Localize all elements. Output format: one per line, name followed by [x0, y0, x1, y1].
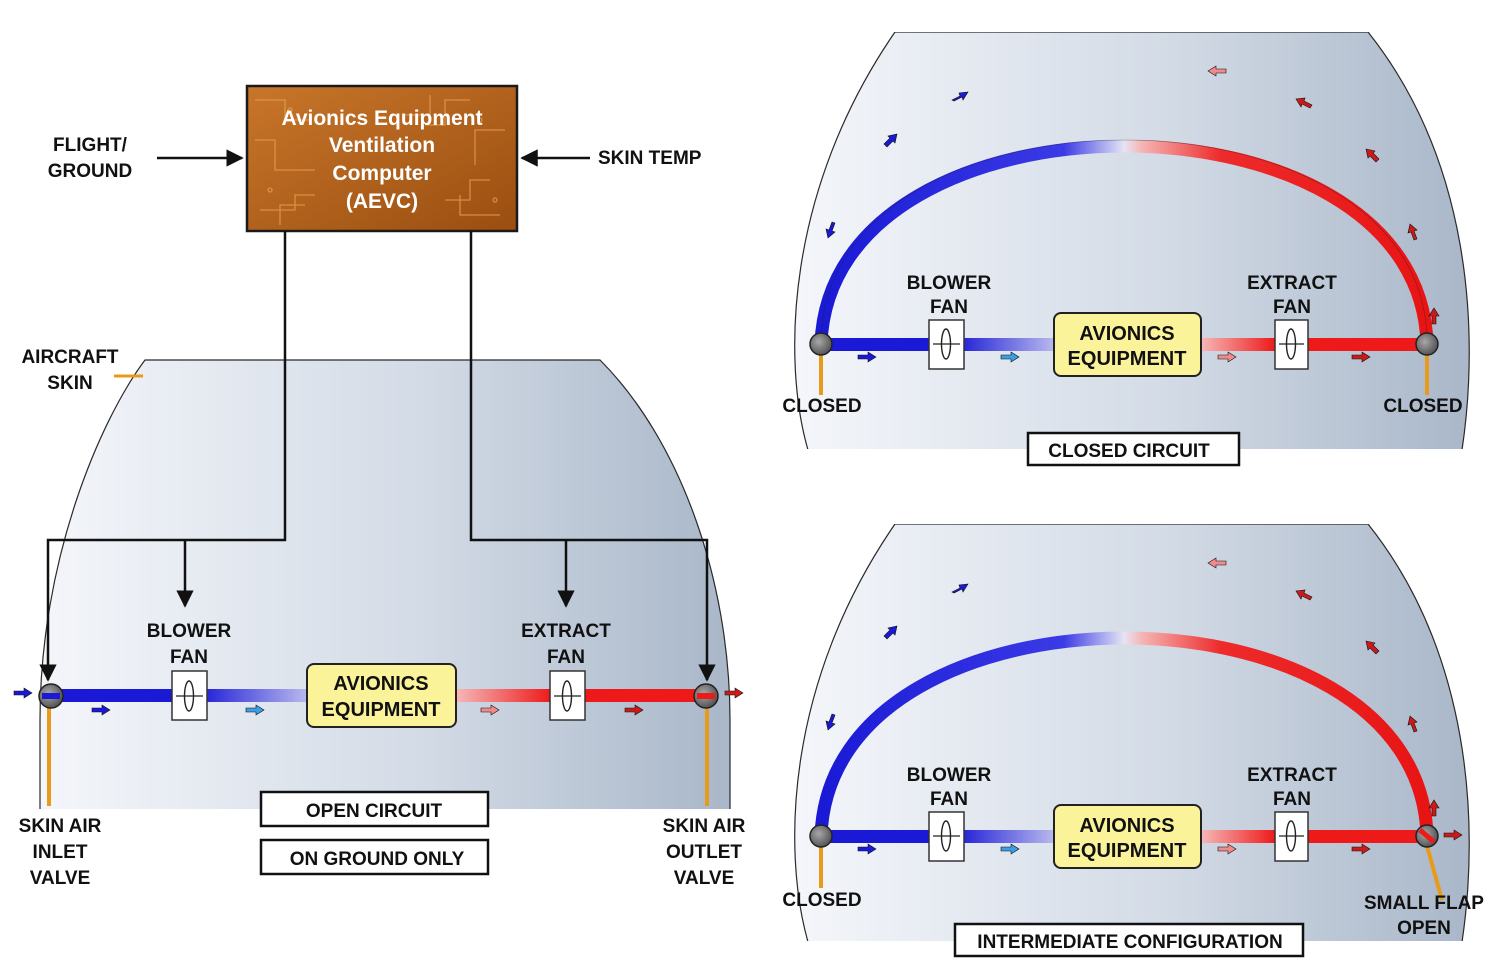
right-valve [1415, 332, 1439, 356]
inlet-valve-label-2: INLET [33, 842, 88, 863]
extract-fan-icon [1274, 319, 1309, 370]
duct-blue-fade [964, 338, 1054, 351]
outlet-valve-label-2: OUTLET [666, 842, 742, 863]
blower-label-2: FAN [930, 789, 968, 810]
aevc-control-lines [39, 231, 716, 682]
duct-red-fade [1201, 830, 1275, 843]
equipment-label-1: AVIONICS [333, 673, 428, 695]
duct-blue-fade [964, 830, 1054, 843]
aevc-box: Avionics Equipment Ventilation Computer … [245, 84, 519, 233]
open-circuit-title: OPEN CIRCUIT [306, 801, 443, 822]
aevc-label-3: Computer [332, 162, 431, 185]
avionics-equipment-box [1053, 312, 1202, 377]
blower-fan-icon [171, 670, 208, 721]
left-valve-label: CLOSED [782, 890, 861, 911]
left-valve-label: CLOSED [782, 396, 861, 417]
equipment-label-2: EQUIPMENT [322, 699, 441, 721]
on-ground-only-label: ON GROUND ONLY [290, 849, 465, 870]
duct-blue-fade [207, 689, 307, 702]
open-circuit-title-box [259, 790, 490, 828]
left-valve [809, 824, 833, 848]
inlet-valve-label-1: SKIN AIR [19, 816, 102, 837]
fuselage-section [39, 359, 731, 811]
intermediate-title: INTERMEDIATE CONFIGURATION [977, 932, 1282, 953]
duct-red [1308, 338, 1427, 351]
aevc-label-1: Avionics Equipment [281, 107, 482, 130]
extract-fan-icon [549, 670, 586, 721]
intermediate-configuration-panel: AVIONICS EQUIPMENT BLOWER FAN EXTRACT FA… [780, 518, 1484, 958]
inlet-valve-flow [42, 693, 60, 699]
recirculation-duct [814, 631, 1434, 837]
blower-label-1: BLOWER [147, 621, 232, 642]
outlet-valve-label-1: SKIN AIR [663, 816, 746, 837]
left-valve [809, 332, 833, 356]
equipment-label-2: EQUIPMENT [1068, 840, 1187, 862]
blower-label-2: FAN [930, 297, 968, 318]
intermediate-flow-arrows [825, 557, 1463, 855]
blower-label-2: FAN [170, 647, 208, 668]
equipment-label-2: EQUIPMENT [1068, 348, 1187, 370]
blower-fan-icon [928, 319, 965, 370]
extract-fan-icon [1274, 811, 1309, 862]
extract-label-2: FAN [1273, 789, 1311, 810]
extract-label-1: EXTRACT [1247, 273, 1337, 294]
right-valve-stem [1425, 845, 1444, 901]
equipment-label-1: AVIONICS [1079, 815, 1174, 837]
blower-fan-icon [928, 811, 965, 862]
aevc-label-2: Ventilation [329, 134, 435, 157]
open-flow-arrows [13, 687, 744, 716]
intermediate-title-box [953, 922, 1305, 958]
flight-ground-label-1: FLIGHT/ [53, 135, 128, 156]
extract-label-1: EXTRACT [1247, 765, 1337, 786]
recirculation-duct [814, 139, 1434, 345]
on-ground-only-box [259, 838, 490, 876]
skin-temp-label: SKIN TEMP [598, 148, 702, 169]
duct-red-fade [456, 689, 551, 702]
duct-outline [820, 139, 1428, 339]
blower-label-1: BLOWER [907, 765, 992, 786]
fuselage-section [794, 31, 1470, 451]
right-valve-label-1: SMALL FLAP [1364, 893, 1484, 914]
outlet-valve-label-3: VALVE [674, 868, 735, 889]
closed-circuit-title-box [1026, 431, 1241, 467]
avionics-equipment-box [1053, 804, 1202, 869]
outlet-valve-flow [697, 693, 715, 699]
extract-label-1: EXTRACT [521, 621, 611, 642]
aircraft-skin-label-2: SKIN [47, 373, 92, 394]
closed-circuit-panel: AVIONICS EQUIPMENT BLOWER FAN EXTRACT FA… [780, 26, 1480, 467]
right-valve-label: CLOSED [1383, 396, 1462, 417]
extract-label-2: FAN [1273, 297, 1311, 318]
circuit-board-traces [255, 95, 505, 225]
flight-ground-label-2: GROUND [48, 161, 132, 182]
right-valve-flap [1418, 828, 1436, 844]
duct-blue [52, 689, 182, 702]
duct-red [585, 689, 707, 702]
aircraft-skin-label-1: AIRCRAFT [21, 347, 118, 368]
avionics-equipment-box [306, 663, 457, 728]
closed-flow-arrows [825, 65, 1440, 363]
extract-label-2: FAN [547, 647, 585, 668]
duct-blue [823, 338, 929, 351]
duct-blue [823, 830, 929, 843]
fuselage-section [794, 523, 1470, 943]
inlet-valve-label-3: VALVE [30, 868, 91, 889]
right-valve-label-2: OPEN [1397, 918, 1451, 939]
aevc-label-4: (AEVC) [346, 190, 418, 213]
closed-circuit-title: CLOSED CIRCUIT [1048, 441, 1210, 462]
equipment-label-1: AVIONICS [1079, 323, 1174, 345]
duct-red [1308, 830, 1427, 843]
blower-label-1: BLOWER [907, 273, 992, 294]
duct-red-fade [1201, 338, 1275, 351]
open-circuit-panel: Avionics Equipment Ventilation Computer … [13, 84, 746, 889]
